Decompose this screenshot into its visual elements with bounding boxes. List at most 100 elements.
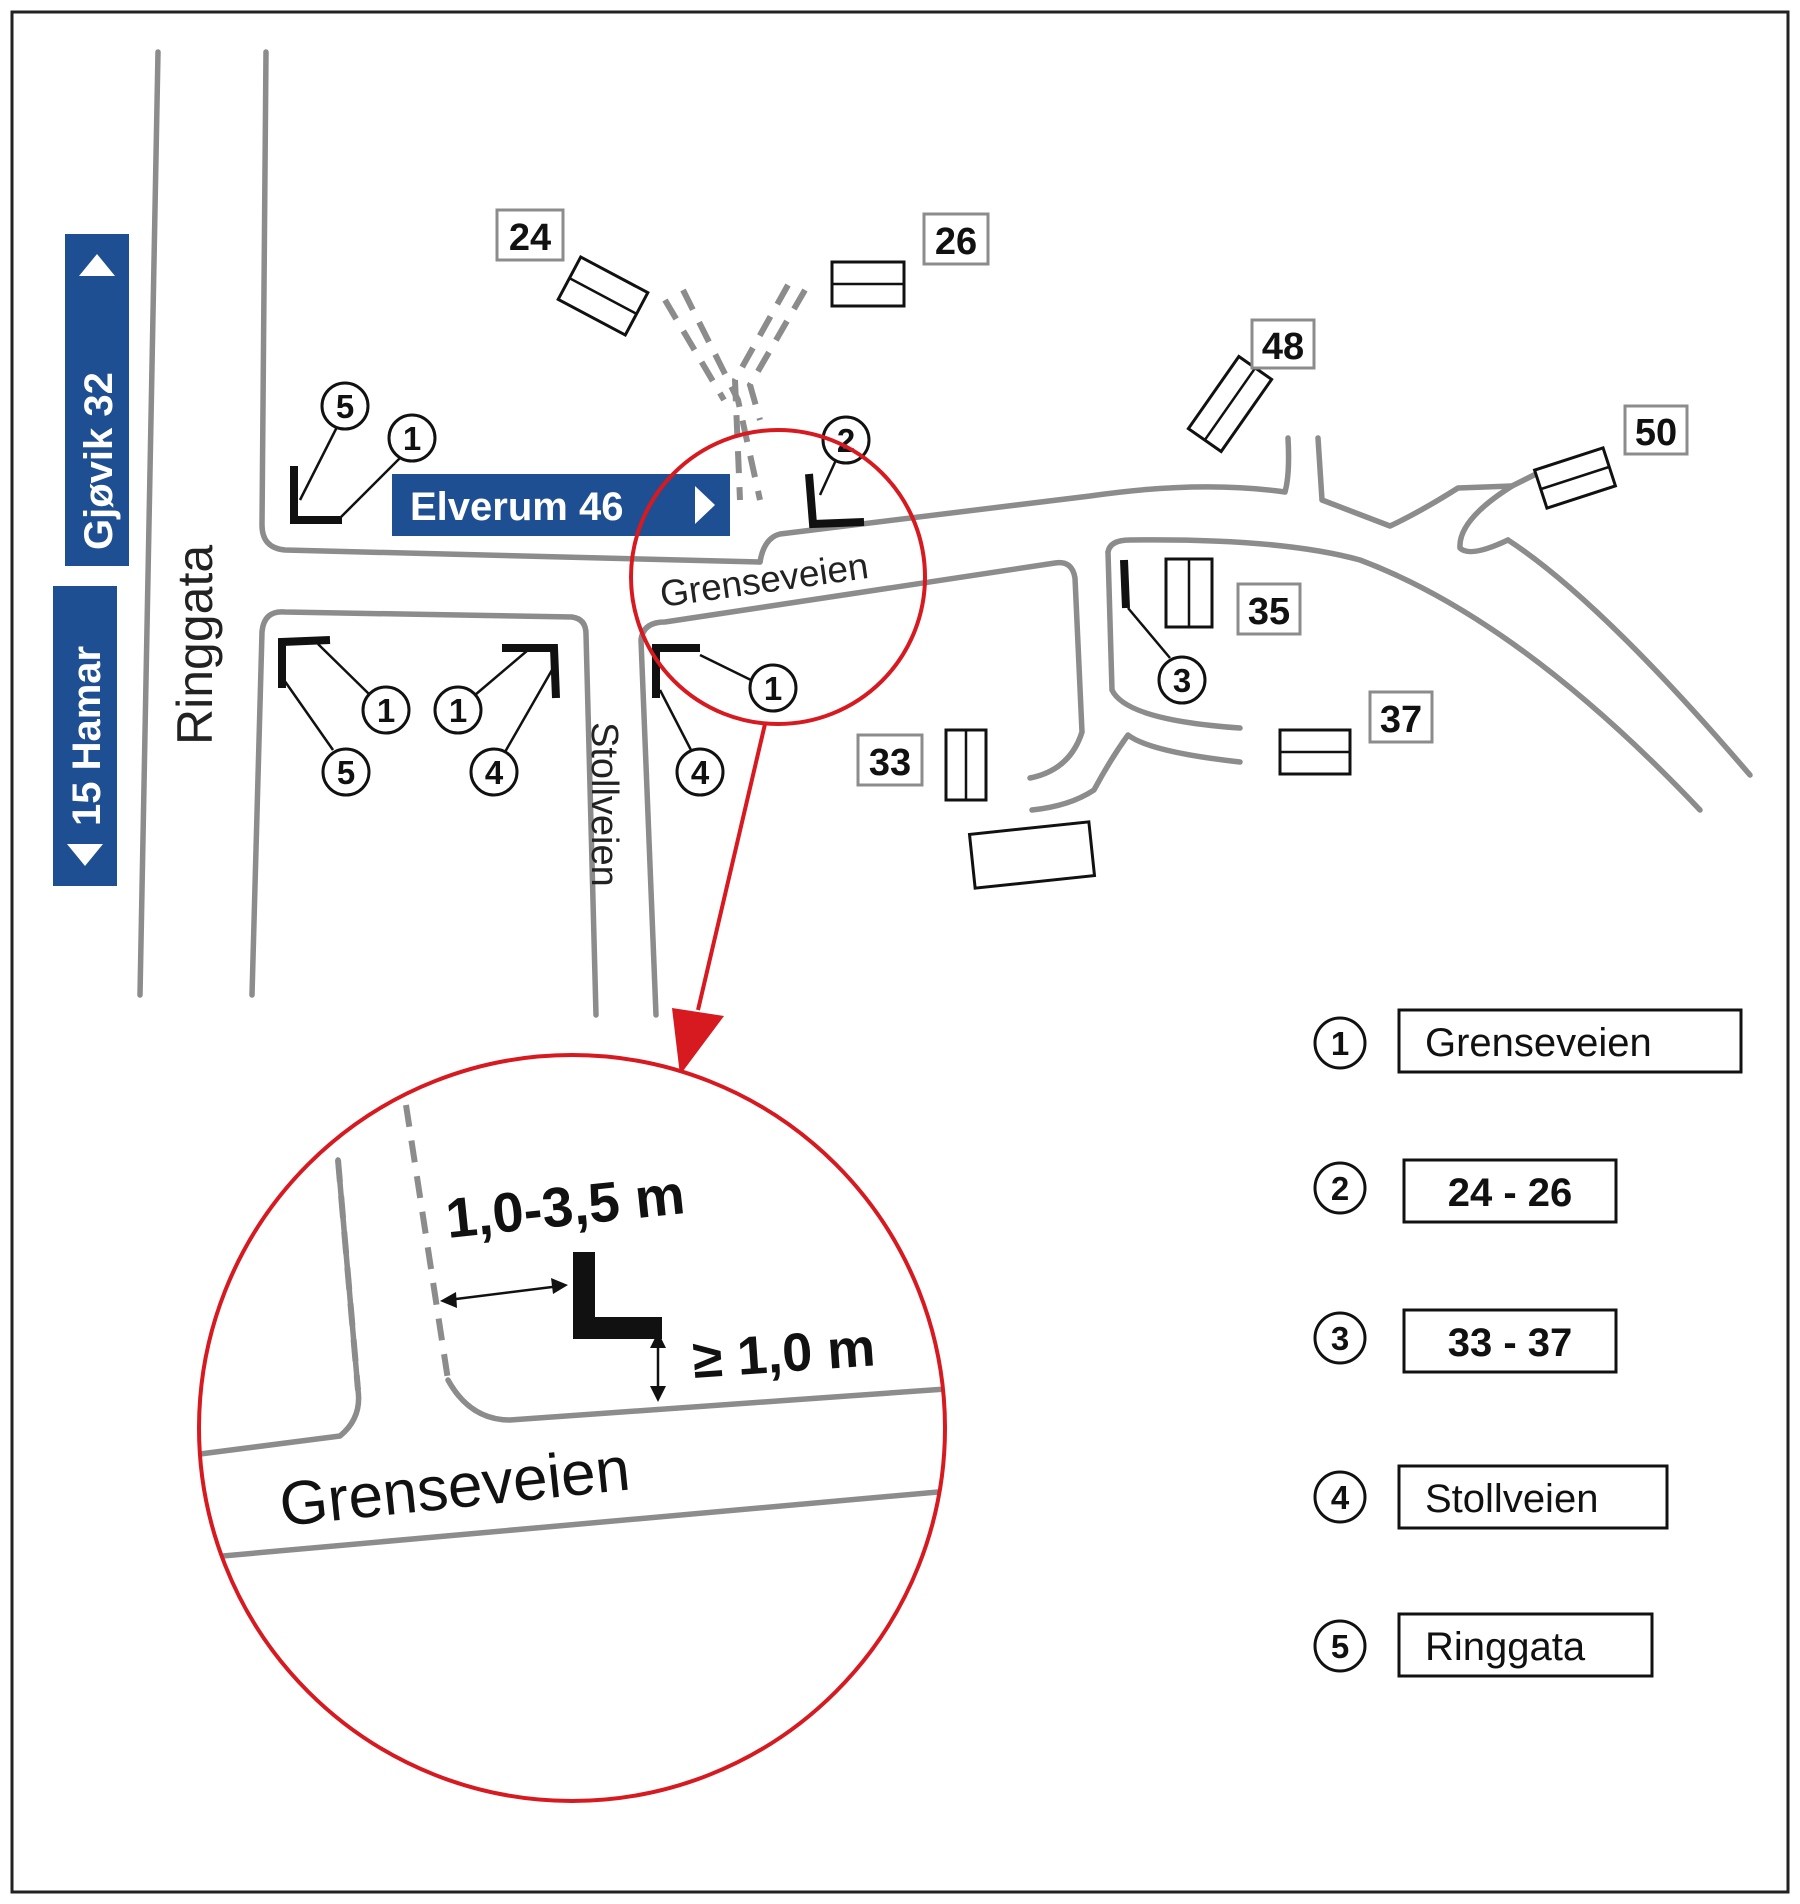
house-number-labels: 24 26 48 50 35 37 33 <box>495 208 1689 787</box>
marker-1: 1 <box>748 663 798 713</box>
svg-text:3: 3 <box>1331 1320 1349 1357</box>
house-number-26: 26 <box>922 212 990 266</box>
building-50 <box>1532 445 1618 511</box>
detail-sign-post <box>573 1252 662 1339</box>
distance-arrowhead-right <box>551 1278 568 1294</box>
sign-post <box>652 644 700 698</box>
building-37 <box>1278 728 1352 776</box>
distance-arrow <box>447 1284 561 1302</box>
marker-4: 4 <box>675 747 725 797</box>
sign-post <box>278 636 331 688</box>
detail-magnifier: 1,0-3,5 m ≥ 1,0 m Grenseveien <box>197 1053 947 1803</box>
road-label-ringgata: Ringgata <box>167 545 223 745</box>
building-35 <box>1164 557 1214 629</box>
arrow-up-icon <box>79 254 115 276</box>
svg-text:2: 2 <box>1331 1170 1349 1207</box>
svg-text:5: 5 <box>337 754 355 791</box>
road-loop-inner <box>1105 549 1243 731</box>
highlight-circle <box>629 428 927 726</box>
clearance-label: ≥ 1,0 m <box>691 1317 877 1390</box>
footpath-26-a <box>746 288 808 421</box>
svg-text:Gjøvik 32: Gjøvik 32 <box>77 372 121 550</box>
ringgata-edge-lower <box>249 609 599 1018</box>
svg-text:1: 1 <box>403 420 421 457</box>
svg-text:15 Hamar: 15 Hamar <box>65 646 109 826</box>
svg-text:48: 48 <box>1262 326 1304 368</box>
sign-hamar: 15 Hamar <box>53 586 117 886</box>
sign-post <box>290 466 342 524</box>
house-number-35: 35 <box>1236 582 1302 636</box>
sign-post <box>805 473 865 529</box>
svg-text:1: 1 <box>764 670 782 707</box>
svg-text:2: 2 <box>837 422 855 459</box>
grenseveien-north-edge <box>757 435 1292 565</box>
house-number-48: 48 <box>1250 318 1316 370</box>
detail-road-north-edge <box>445 1377 945 1423</box>
svg-text:24: 24 <box>509 217 551 259</box>
sign-post <box>1120 559 1130 609</box>
grenseveien-south-edge <box>638 559 1085 1018</box>
svg-text:4: 4 <box>1331 1479 1350 1516</box>
house-number-37: 37 <box>1368 690 1434 744</box>
marker-1: 1 <box>433 685 483 735</box>
road-east-south <box>1105 537 1703 813</box>
svg-text:4: 4 <box>691 754 710 791</box>
svg-text:4: 4 <box>485 754 504 791</box>
svg-text:1: 1 <box>1331 1025 1349 1062</box>
marker-5: 5 <box>321 747 371 797</box>
sign-markers: 5 1 2 1 5 1 4 1 4 3 <box>278 381 1207 797</box>
sign-gjovik: Gjøvik 32 <box>65 234 129 566</box>
svg-text:1: 1 <box>449 692 467 729</box>
svg-text:37: 37 <box>1380 699 1422 741</box>
house-number-33: 33 <box>856 733 924 787</box>
svg-text:5: 5 <box>1331 1628 1349 1665</box>
marker-5: 5 <box>320 381 370 431</box>
road-network <box>137 49 1753 1018</box>
road-east-north <box>1505 537 1753 778</box>
sign-elverum: Elverum 46 <box>392 474 730 536</box>
highway-line <box>137 49 161 998</box>
marker-4: 4 <box>469 747 519 797</box>
highlight-callout <box>629 428 927 1075</box>
legend-item-1: 1 Grenseveien <box>1313 1008 1743 1074</box>
buildings <box>556 254 1618 890</box>
clearance-arrowhead-top <box>650 1332 666 1348</box>
sign-post <box>502 644 560 699</box>
footpath-26-b <box>731 283 791 501</box>
arrow-down-icon <box>67 844 103 866</box>
arrow-right-icon <box>695 486 715 524</box>
svg-text:24 - 26: 24 - 26 <box>1448 1171 1573 1215</box>
road-loop-outer <box>1029 732 1243 813</box>
detail-footpath-left <box>335 1159 361 1391</box>
house-number-50: 50 <box>1623 404 1689 456</box>
building-unlabeled <box>967 820 1097 890</box>
callout-line <box>696 723 767 1011</box>
svg-text:3: 3 <box>1173 662 1191 699</box>
marker-3: 3 <box>1157 655 1207 705</box>
grenseveien-north-edge-2 <box>1315 435 1515 529</box>
detail-road-south-edge <box>199 1487 945 1561</box>
marker-1: 1 <box>361 685 411 735</box>
house-number-24: 24 <box>495 208 565 262</box>
detail-road-edge-left <box>199 1157 362 1457</box>
svg-text:35: 35 <box>1248 591 1290 633</box>
svg-text:26: 26 <box>935 221 977 263</box>
ringgata-edge-upper <box>259 49 763 565</box>
callout-arrowhead <box>672 1008 724 1075</box>
clearance-arrowhead-bottom <box>650 1386 666 1402</box>
svg-text:Ringgata: Ringgata <box>1425 1625 1586 1669</box>
footpath-24-b <box>662 298 727 402</box>
svg-text:Grenseveien: Grenseveien <box>1425 1021 1652 1065</box>
building-24 <box>556 254 650 338</box>
svg-text:5: 5 <box>336 388 354 425</box>
distance-arrowhead-left <box>440 1292 457 1308</box>
svg-text:33 - 37: 33 - 37 <box>1448 1321 1573 1365</box>
building-33 <box>944 728 988 802</box>
svg-text:33: 33 <box>869 742 911 784</box>
legend-item-4: 4 Stollveien <box>1313 1464 1669 1530</box>
detail-footpath-right <box>403 1104 451 1381</box>
marker-1: 1 <box>387 413 437 463</box>
road-label-stollveien: Stollveien <box>583 722 625 887</box>
